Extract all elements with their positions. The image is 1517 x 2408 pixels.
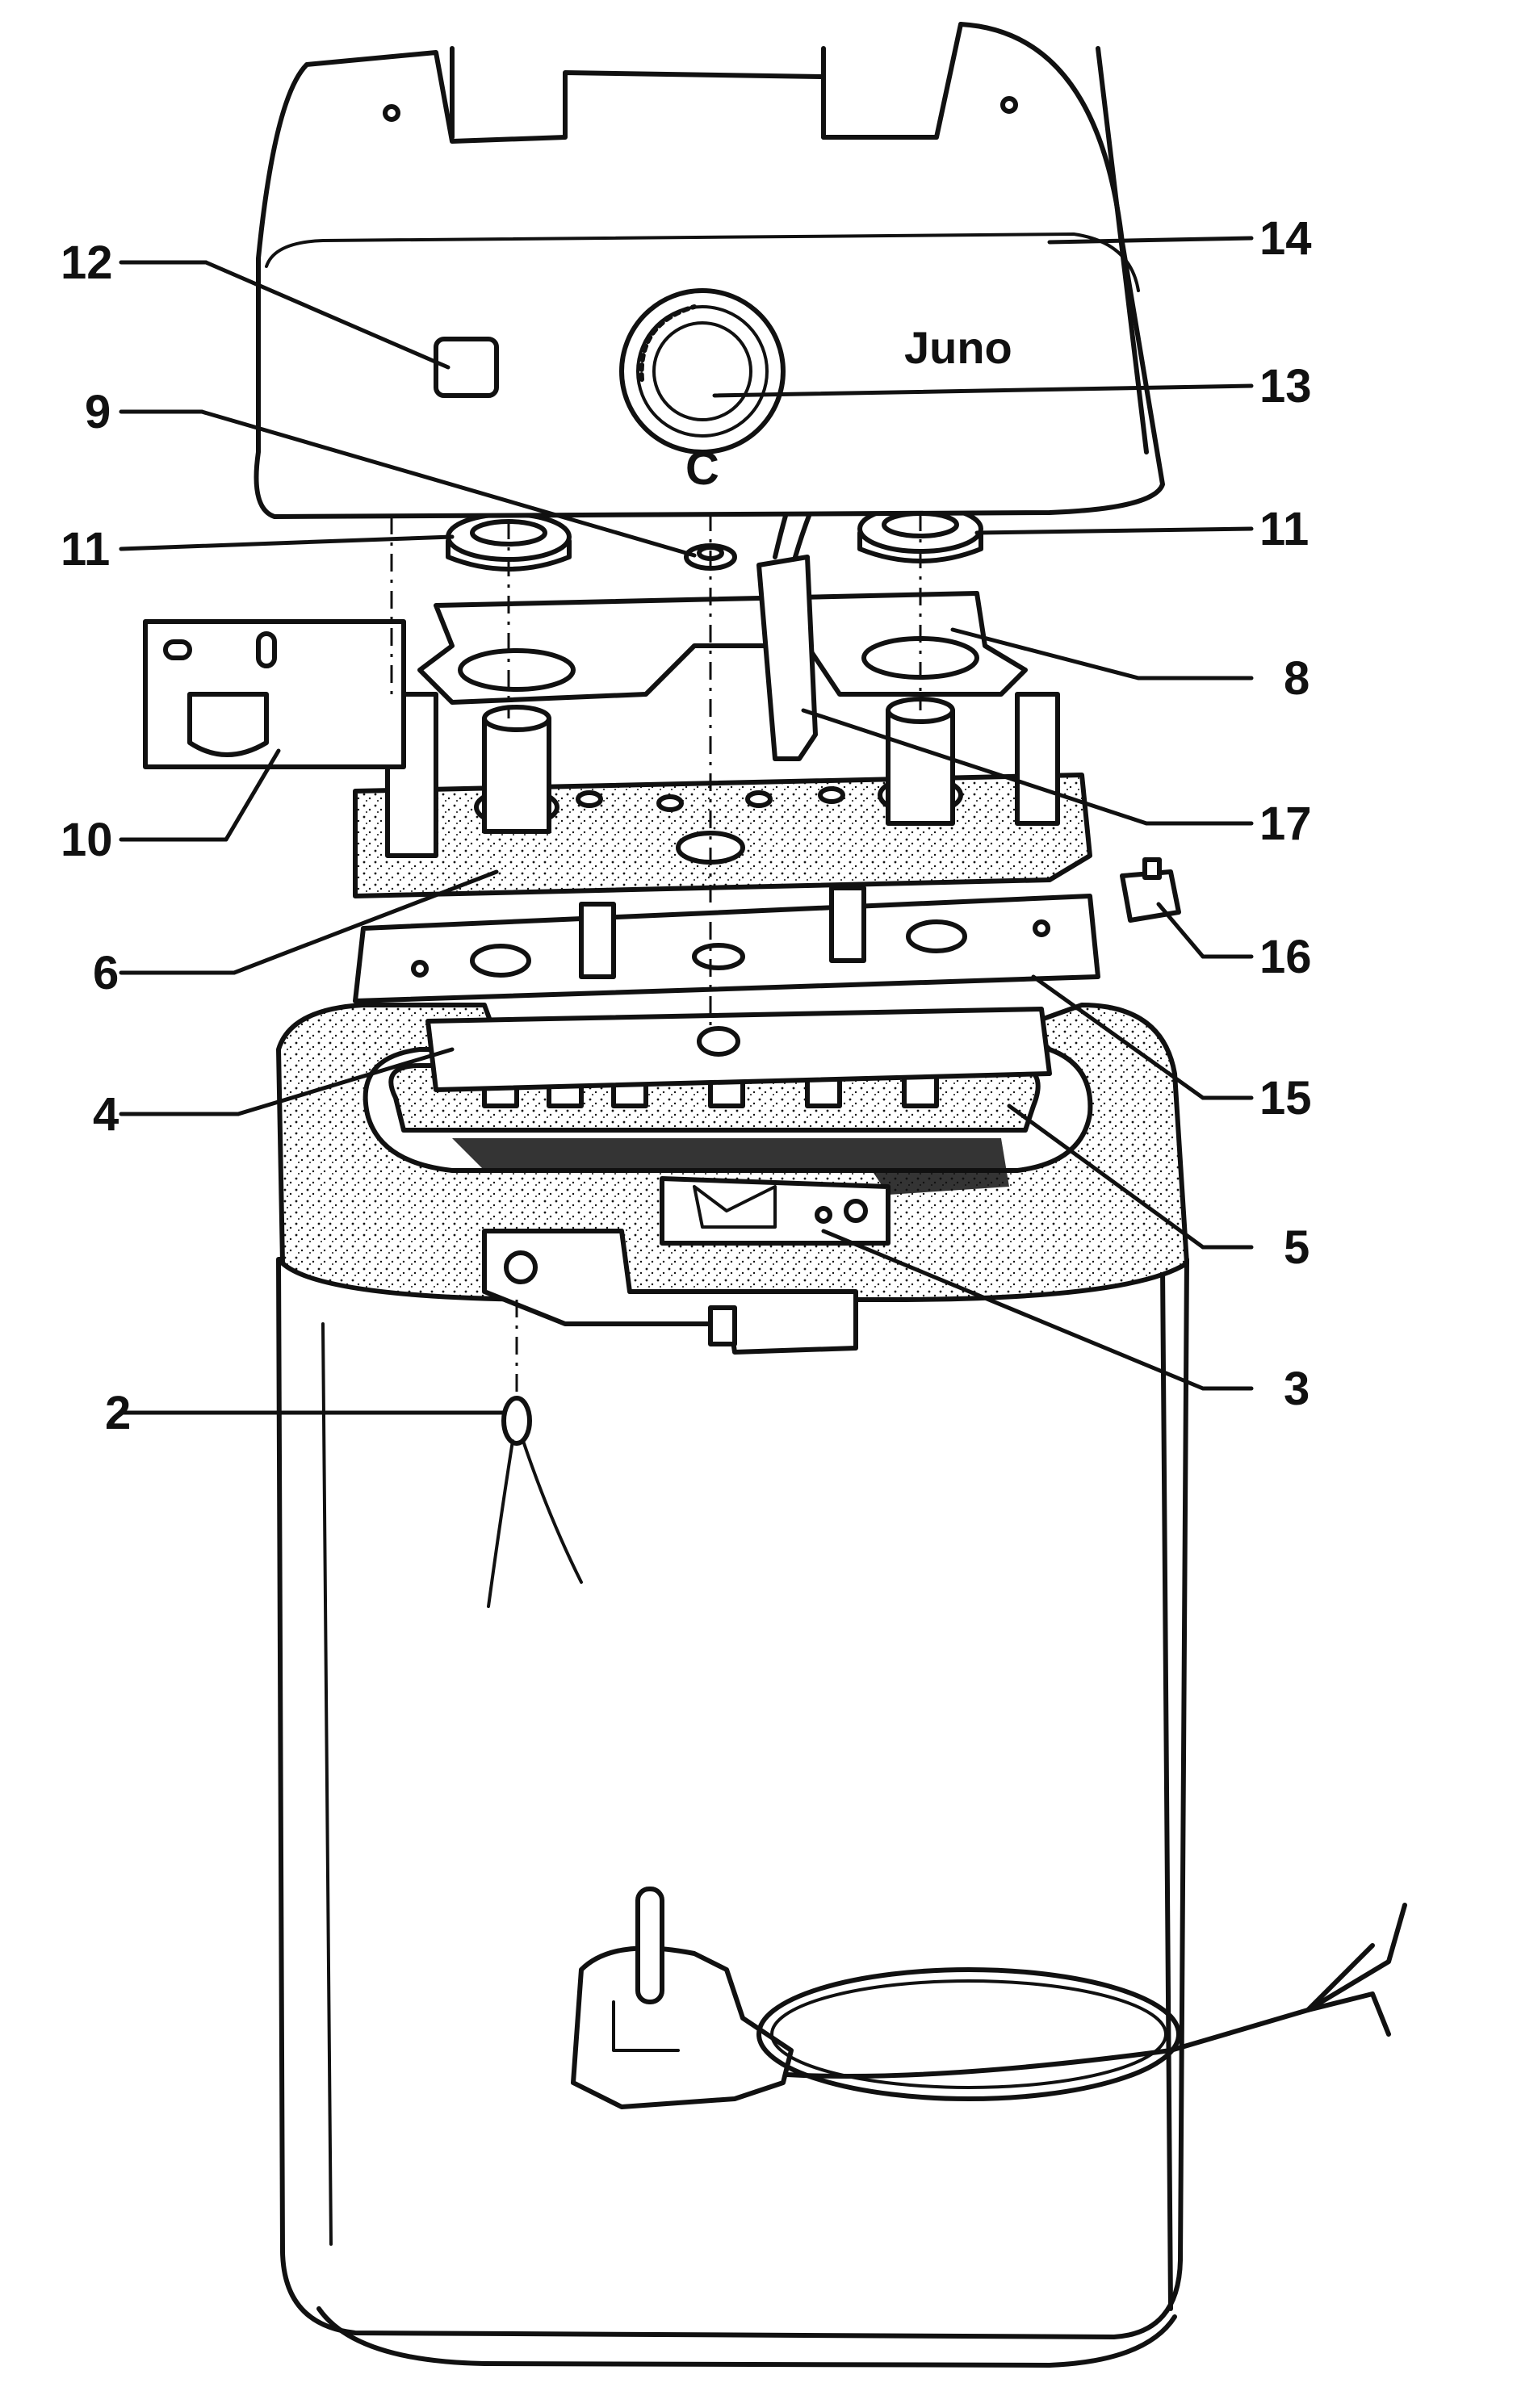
leader-lines — [119, 236, 1254, 1415]
tank-body — [276, 1257, 1189, 2368]
callout-6: 6 — [93, 947, 119, 999]
callout-15: 15 — [1259, 1072, 1312, 1124]
part-4-plate — [425, 1007, 1052, 1092]
part-10-mounting-plate — [143, 619, 406, 769]
power-plug-icon — [571, 1887, 1407, 2109]
callout-10: 10 — [61, 814, 113, 866]
callout-11-left: 11 — [61, 523, 110, 576]
dial-mark: C — [685, 442, 719, 495]
callout-13: 13 — [1259, 360, 1312, 413]
indicator-lamp-icon — [487, 1300, 583, 1608]
callout-17: 17 — [1259, 798, 1312, 850]
part-8-frame — [417, 591, 1028, 705]
part-16-terminal-block — [1120, 857, 1181, 923]
thermostat-dial: C — [619, 288, 786, 495]
thermostat-bracket — [482, 1176, 891, 1355]
part-6-foam-plate — [353, 773, 1092, 898]
callout-14: 14 — [1259, 212, 1312, 265]
callout-5: 5 — [1284, 1221, 1310, 1274]
callout-labels: 12 9 11 10 6 4 2 14 13 11 8 17 16 15 5 3 — [61, 212, 1312, 1439]
callout-3: 3 — [1284, 1363, 1310, 1415]
callout-2: 2 — [105, 1387, 131, 1439]
tank-top-foam — [276, 1003, 1189, 1302]
brand-label: Juno — [904, 322, 1012, 373]
callout-4: 4 — [93, 1088, 119, 1141]
callout-16: 16 — [1259, 931, 1312, 983]
callout-8: 8 — [1284, 652, 1310, 705]
callout-9: 9 — [85, 386, 111, 438]
callout-11-right: 11 — [1259, 503, 1309, 555]
tank-cavity — [452, 1138, 1009, 1195]
callout-12: 12 — [61, 237, 113, 289]
part-15-plate — [353, 886, 1100, 1003]
